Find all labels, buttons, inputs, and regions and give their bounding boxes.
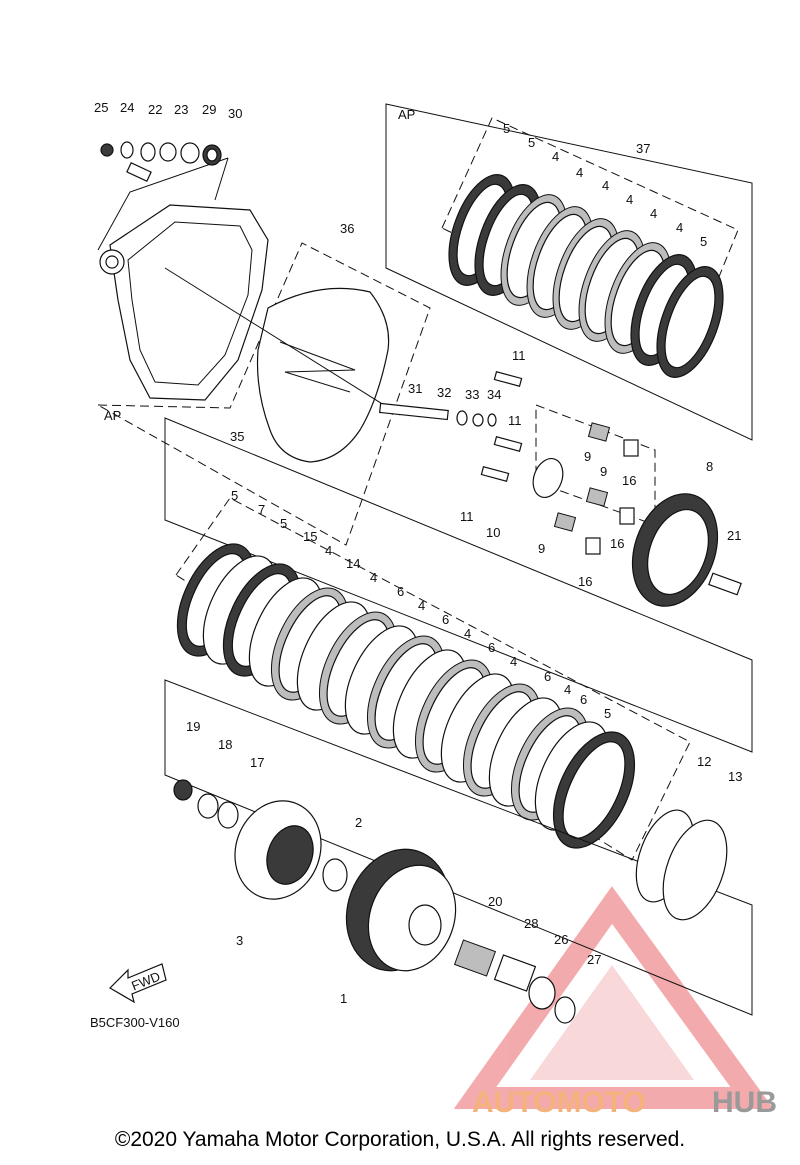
callout-26: 26 [554,932,568,947]
gasket-guide-line [164,267,401,416]
callout-32: 32 [437,385,451,400]
fwd-label: FWD [129,969,162,994]
callout-8: 8 [706,459,713,474]
callout-6: 6 [544,669,551,684]
callout-4: 4 [325,543,332,558]
plate-stack-37 [448,174,724,378]
callout-12: 12 [697,754,711,769]
callout-37: 37 [636,141,650,156]
pressure-plate-8 [631,493,742,607]
watermark-text-2: HUB [712,1086,777,1119]
diagram-code: B5CF300-V160 [90,1015,180,1030]
callout-2: 2 [355,815,362,830]
callout-14: 14 [346,556,360,571]
callout-23: 23 [174,102,188,117]
callout-6: 6 [580,692,587,707]
callout-30: 30 [228,106,242,121]
callout-4: 4 [650,206,657,221]
callout-4: 4 [510,654,517,669]
callout-4: 4 [602,178,609,193]
crankcase-cover [99,204,269,401]
callout-5: 5 [528,135,535,150]
fwd-arrow-icon [109,963,167,1004]
callout-35: 35 [230,429,244,444]
callout-4: 4 [564,682,571,697]
callout-4: 4 [576,165,583,180]
callout-18: 18 [218,737,232,752]
group-label-ap-middle: AP [104,408,121,423]
callout-4: 4 [464,626,471,641]
plate-stack-middle [176,543,636,849]
callout-28: 28 [524,916,538,931]
callout-21: 21 [727,528,741,543]
lower-box [164,679,753,1016]
gasket-35 [256,287,390,463]
callout-34: 34 [487,387,501,402]
callout-13: 13 [728,769,742,784]
callout-11: 11 [460,509,474,524]
leader-cover-right [214,157,229,201]
ap-kit-box-37 [385,103,753,441]
callout-4: 4 [370,570,377,585]
leader-cover-top [97,157,229,251]
lower-parts [173,779,728,1024]
callout-19: 19 [186,719,200,734]
callout-3: 3 [236,933,243,948]
watermark-logo [453,886,774,1109]
callout-5: 5 [280,516,287,531]
callout-29: 29 [202,102,216,117]
copyright-footer: ©2020 Yamaha Motor Corporation, U.S.A. A… [114,1128,686,1151]
callout-5: 5 [231,488,238,503]
callout-9: 9 [600,464,607,479]
ap-box-middle [164,417,753,753]
callout-5: 5 [700,234,707,249]
callout-6: 6 [397,584,404,599]
callout-10: 10 [486,525,500,540]
callout-7: 7 [258,502,265,517]
callout-24: 24 [120,100,134,115]
callout-33: 33 [465,387,479,402]
callout-4: 4 [676,220,683,235]
watermark-text-1: AUTOMOTO [472,1086,646,1119]
callout-4: 4 [552,149,559,164]
callout-27: 27 [587,952,601,967]
callout-36: 36 [340,221,354,236]
callout-9: 9 [538,541,545,556]
callout-31: 31 [408,381,422,396]
callout-9: 9 [584,449,591,464]
callout-17: 17 [250,755,264,770]
callout-6: 6 [488,640,495,655]
gasket-detail [279,341,356,393]
callout-5: 5 [503,121,510,136]
callout-22: 22 [148,102,162,117]
callout-15: 15 [303,529,317,544]
small-parts-row [100,141,222,182]
callout-11: 11 [512,348,526,363]
springs-bolts [480,371,639,555]
group-label-ap-top: AP [398,107,415,122]
callout-4: 4 [626,192,633,207]
callout-25: 25 [94,100,108,115]
callout-20: 20 [488,894,502,909]
push-rod-31 [379,402,497,427]
callout-4: 4 [418,598,425,613]
callout-16: 16 [578,574,592,589]
gasket-dash-36 [97,242,431,546]
callout-16: 16 [622,473,636,488]
callout-11: 11 [508,413,522,428]
callout-16: 16 [610,536,624,551]
callout-6: 6 [442,612,449,627]
callout-5: 5 [604,706,611,721]
callout-1: 1 [340,991,347,1006]
